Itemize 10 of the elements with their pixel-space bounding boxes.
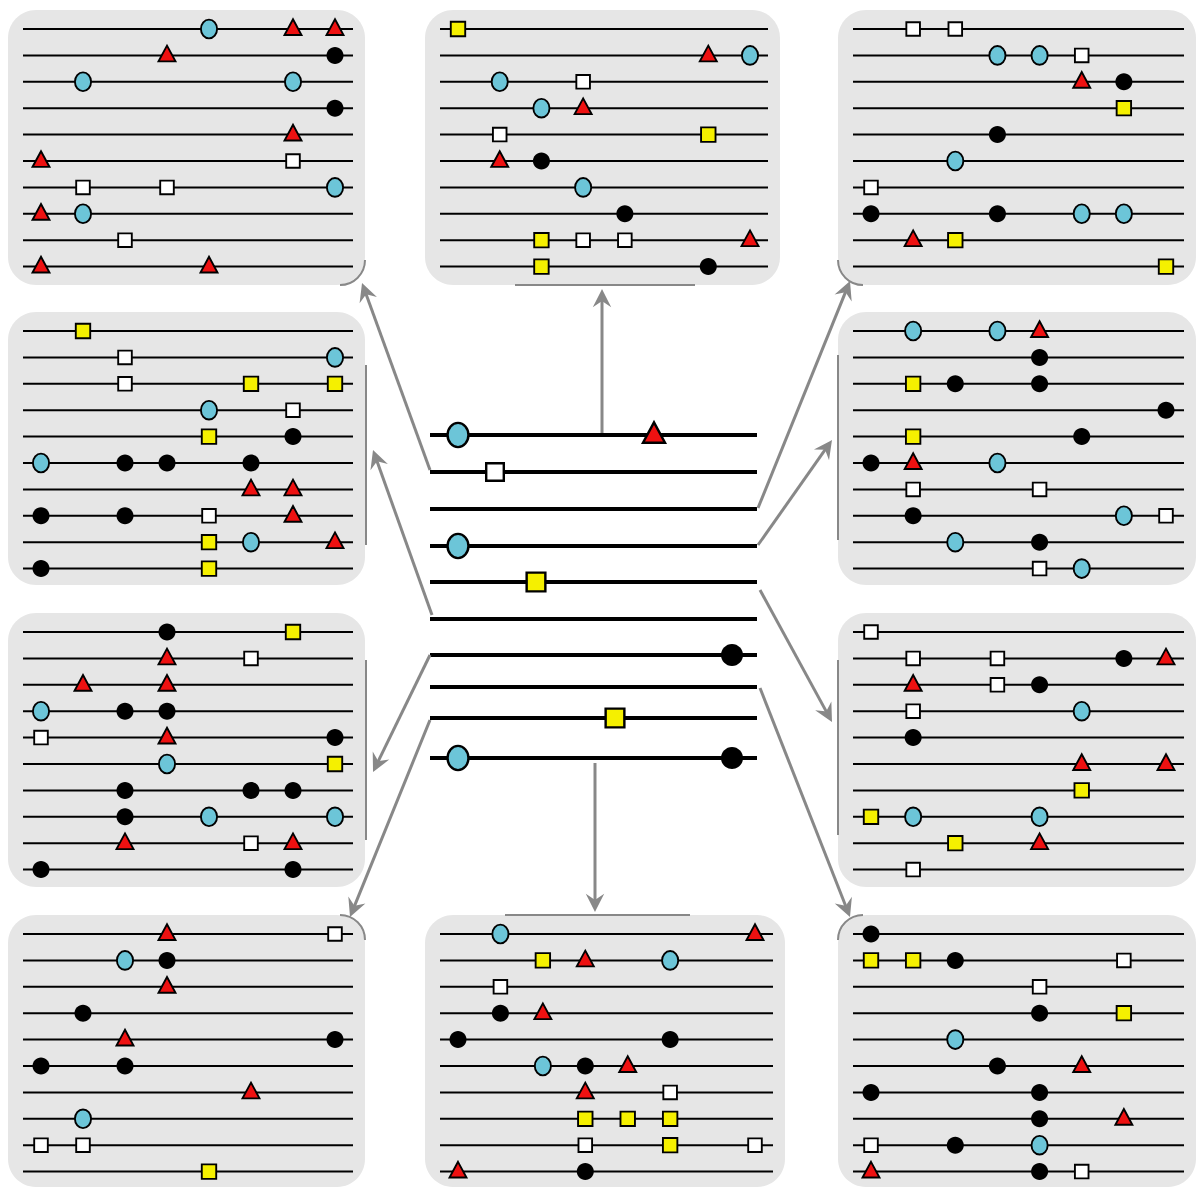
marker-panel-drawing bbox=[838, 312, 1196, 585]
marker-panel-drawing bbox=[8, 10, 365, 285]
marker-panel-drawing bbox=[8, 312, 365, 585]
marker-panel-drawing bbox=[8, 613, 365, 887]
marker-panel-drawing bbox=[425, 915, 785, 1187]
marker-panel-drawing bbox=[838, 613, 1196, 887]
marker-panel-drawing bbox=[838, 915, 1196, 1187]
marker-panel-drawing bbox=[8, 915, 365, 1187]
marker-panel-drawing bbox=[425, 10, 780, 285]
marker-panel-drawing bbox=[838, 10, 1196, 285]
